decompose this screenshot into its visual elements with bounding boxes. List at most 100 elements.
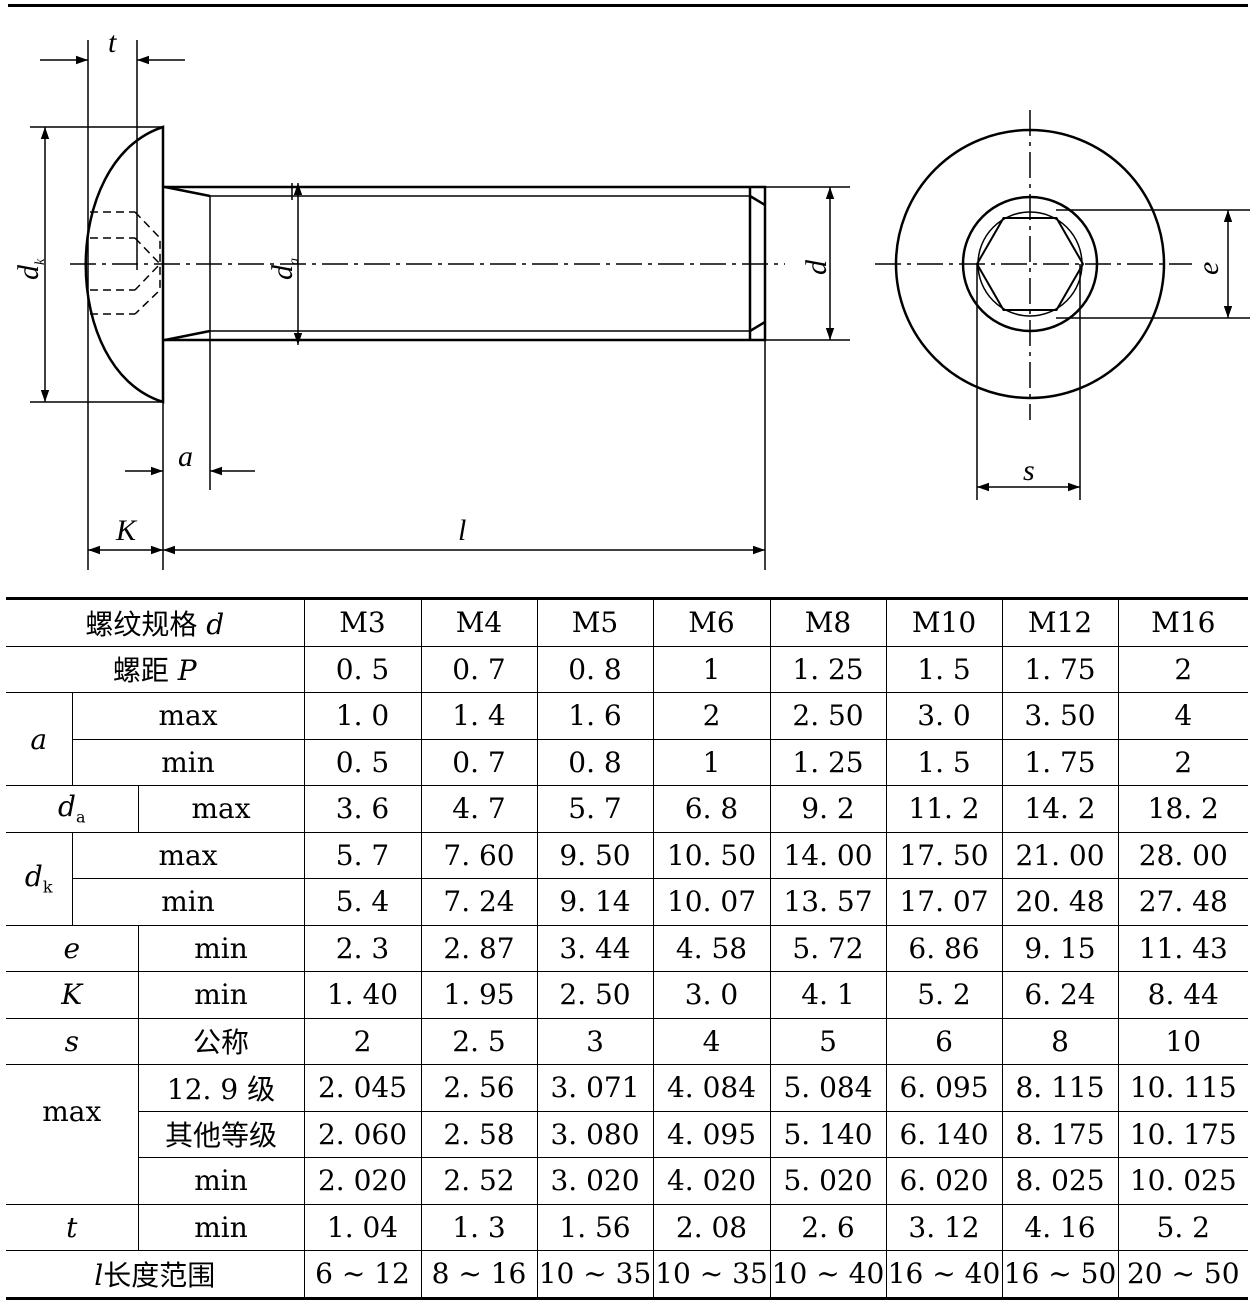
value-cell: 1. 75 (1001, 645, 1119, 693)
label-a: a (178, 440, 193, 473)
value-cell: 3. 6 (303, 785, 422, 833)
value-cell: 5. 7 (303, 831, 422, 879)
side-view (30, 40, 850, 570)
extension-lines (30, 40, 850, 570)
value-cell: 3. 0 (885, 692, 1003, 740)
value-cell: 2. 045 (303, 1064, 422, 1112)
value-cell: 7. 24 (420, 878, 538, 926)
value-cell: 8 (1001, 1017, 1119, 1065)
row-label: min (137, 971, 305, 1019)
screw-drawing: t dk da d e s a K l (12, 26, 1250, 570)
value-cell: 5. 2 (1117, 1203, 1248, 1251)
value-cell: 6. 24 (1001, 971, 1119, 1019)
hex-socket-hidden-lines (90, 211, 162, 315)
value-cell: M8 (769, 598, 887, 647)
value-cell: 9. 2 (769, 785, 887, 833)
value-cell: 1. 4 (420, 692, 538, 740)
value-cell: 20. 48 (1001, 878, 1119, 926)
value-cell: 2. 50 (769, 692, 887, 740)
row-label: 其他等级 (138, 1110, 305, 1158)
value-cell: 4 (652, 1017, 771, 1065)
value-cell: 2 (1117, 738, 1248, 786)
value-cell: 5. 2 (885, 971, 1003, 1019)
value-cell: 1 (652, 645, 771, 693)
value-cell: 10 ~ 35 (536, 1250, 654, 1299)
label-e: e (1192, 262, 1225, 275)
value-cell: 10. 175 (1117, 1110, 1248, 1158)
value-cell: 0. 8 (536, 645, 654, 693)
value-cell: 28. 00 (1117, 831, 1248, 879)
value-cell: 6 (885, 1017, 1003, 1065)
symbol-t: t (6, 1203, 139, 1251)
value-cell: M3 (303, 598, 422, 647)
value-cell: 1 (652, 738, 771, 786)
value-cell: 3. 071 (536, 1064, 654, 1112)
value-cell: 9. 50 (536, 831, 654, 879)
value-cell: 1. 6 (536, 692, 654, 740)
row-label: min (137, 1203, 305, 1251)
s-min-spacer (6, 1157, 139, 1205)
value-cell: 3. 44 (536, 924, 654, 972)
value-cell: 11. 2 (885, 785, 1003, 833)
value-cell: 6. 140 (885, 1110, 1003, 1158)
value-cell: 10. 025 (1117, 1157, 1248, 1205)
value-cell: 4 (1117, 692, 1248, 740)
label-da: da (266, 258, 302, 280)
value-cell: M4 (420, 598, 538, 647)
value-cell: 4. 7 (420, 785, 538, 833)
value-cell: 1. 25 (769, 645, 887, 693)
value-cell: 11. 43 (1117, 924, 1248, 972)
value-cell: 5. 140 (769, 1110, 887, 1158)
label-t: t (108, 26, 117, 59)
value-cell: 21. 00 (1001, 831, 1119, 879)
value-cell: 10 (1117, 1017, 1248, 1065)
value-cell: 2. 56 (420, 1064, 538, 1112)
value-cell: 1. 5 (885, 645, 1003, 693)
value-cell: 1. 04 (303, 1203, 422, 1251)
value-cell: 10. 115 (1117, 1064, 1248, 1112)
value-cell: 3. 080 (536, 1110, 654, 1158)
value-cell: 8. 44 (1117, 971, 1248, 1019)
value-cell: 18. 2 (1117, 785, 1248, 833)
value-cell: 2. 5 (420, 1017, 538, 1065)
value-cell: 9. 15 (1001, 924, 1119, 972)
value-cell: 8. 175 (1001, 1110, 1119, 1158)
row-label: 螺纹规格 d (6, 598, 305, 647)
value-cell: 1. 5 (885, 738, 1003, 786)
value-cell: 4. 084 (652, 1064, 771, 1112)
value-cell: 4. 020 (652, 1157, 771, 1205)
value-cell: 1. 56 (536, 1203, 654, 1251)
value-cell: 6. 86 (885, 924, 1003, 972)
value-cell: 1. 0 (303, 692, 422, 740)
value-cell: M16 (1117, 598, 1248, 647)
value-cell: 2. 020 (303, 1157, 422, 1205)
row-label: 12. 9 级 (137, 1064, 305, 1112)
symbol-dk: dk (6, 831, 73, 926)
symbol-da: da (6, 785, 139, 833)
label-d: d (800, 259, 833, 275)
value-cell: 2. 50 (536, 971, 654, 1019)
dimension-labels: t dk da d e s a K l (12, 26, 1225, 547)
value-cell: 2. 08 (652, 1203, 771, 1251)
value-cell: 1. 3 (420, 1203, 538, 1251)
value-cell: 7. 60 (420, 831, 538, 879)
value-cell: 10 ~ 40 (769, 1250, 887, 1299)
value-cell: 1. 25 (769, 738, 887, 786)
value-cell: 14. 00 (769, 831, 887, 879)
label-s: s (1023, 454, 1035, 487)
symbol-e: e (6, 924, 139, 972)
value-cell: 10 ~ 35 (652, 1250, 771, 1299)
value-cell: M5 (536, 598, 654, 647)
value-cell: 27. 48 (1117, 878, 1248, 926)
row-label: 螺距 P (6, 645, 305, 693)
end-view (875, 110, 1250, 500)
label-dk: dk (12, 258, 48, 280)
